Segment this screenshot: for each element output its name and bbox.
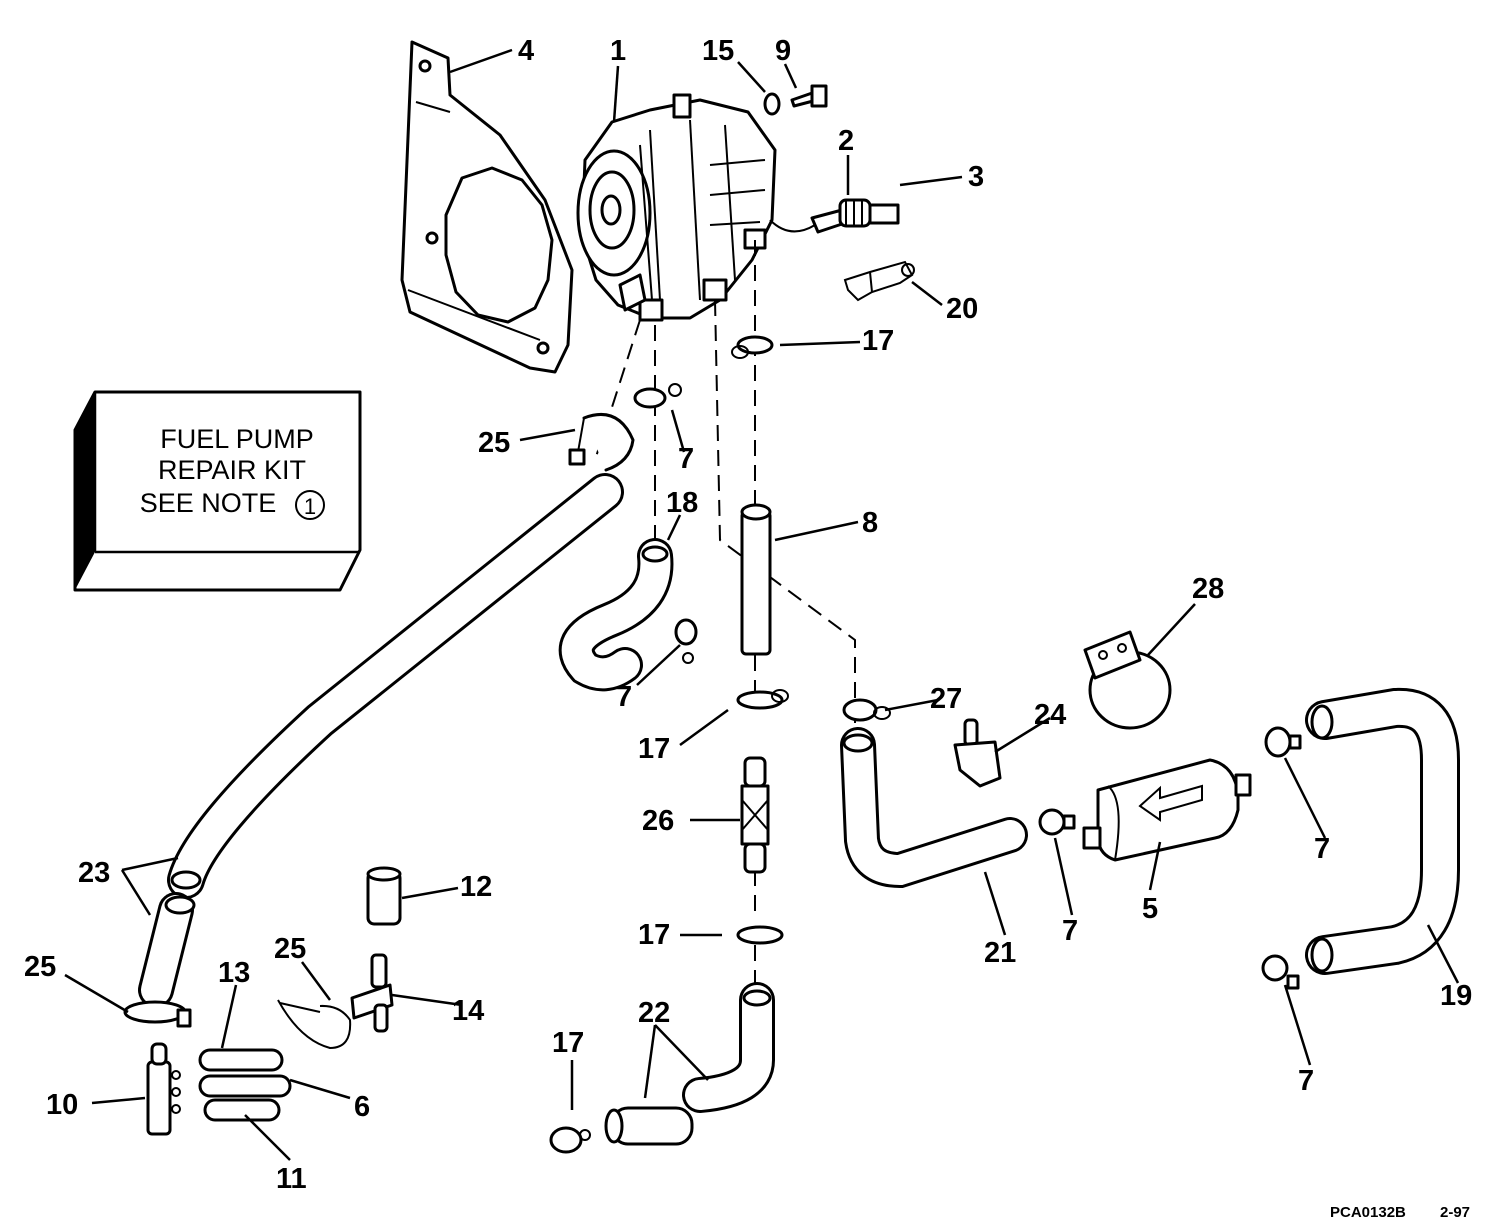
callout-8: 8 — [862, 507, 878, 539]
kit-line-2: REPAIR KIT — [158, 455, 306, 485]
screw — [790, 84, 828, 108]
hose-clamp — [549, 1126, 591, 1154]
callout-17-low: 17 — [638, 919, 670, 951]
fuel-hose — [167, 473, 624, 899]
short-hose — [604, 1106, 694, 1146]
note-number: 1 — [304, 494, 316, 519]
callout-17-upper: 17 — [862, 325, 894, 357]
hose-clamp — [633, 383, 682, 409]
callout-2: 2 — [838, 125, 854, 157]
callout-13: 13 — [218, 957, 250, 989]
callout-17-bottom: 17 — [552, 1027, 584, 1059]
fuel-hose-short — [138, 892, 196, 1008]
callout-15: 15 — [702, 35, 734, 67]
washer — [763, 92, 781, 116]
fuel-filter — [1082, 758, 1252, 862]
fuel-pump — [576, 93, 777, 322]
callout-24: 24 — [1034, 699, 1066, 731]
filter-strap — [1083, 630, 1172, 730]
elbow-hose — [682, 982, 775, 1113]
hose-clamp — [568, 413, 635, 472]
fuel-manifold — [146, 1042, 181, 1136]
callout-11: 11 — [276, 1163, 307, 1195]
callout-10: 10 — [46, 1089, 78, 1121]
hose-clamp — [731, 335, 774, 359]
callout-28: 28 — [1192, 573, 1224, 605]
callout-17-mid: 17 — [638, 733, 670, 765]
u-hose — [558, 538, 674, 692]
callout-labels: 4 1 15 9 2 3 20 17 25 7 18 8 28 7 27 24 … — [24, 35, 1472, 1195]
callout-19: 19 — [1440, 980, 1472, 1012]
kit-line-3: SEE NOTE — [140, 488, 277, 518]
callout-18: 18 — [666, 487, 698, 519]
callout-12: 12 — [460, 871, 492, 903]
hose-clamp — [1038, 808, 1076, 836]
u-hose-large — [1305, 687, 1460, 975]
callout-5: 5 — [1142, 893, 1158, 925]
callout-6: 6 — [354, 1091, 370, 1123]
callout-7-lower: 7 — [1298, 1065, 1314, 1097]
callout-3: 3 — [968, 161, 984, 193]
connector-plug — [366, 866, 402, 926]
callout-7-right: 7 — [1314, 833, 1330, 865]
filter-bracket — [953, 718, 1002, 788]
callout-26: 26 — [642, 805, 674, 837]
callout-14: 14 — [452, 995, 484, 1027]
fuel-tube — [740, 503, 772, 656]
callout-25-mid: 25 — [274, 933, 306, 965]
callout-25-lower: 25 — [24, 951, 56, 983]
repair-kit-box: FUEL PUMP REPAIR KIT SEE NOTE 1 — [73, 390, 362, 592]
hose-clamp — [674, 618, 698, 664]
l-hose — [840, 727, 1028, 889]
callout-27: 27 — [930, 683, 962, 715]
inline-filter — [740, 756, 770, 874]
revision-date: 2-97 — [1440, 1204, 1470, 1221]
callout-21: 21 — [984, 937, 1016, 969]
callout-9: 9 — [775, 35, 791, 67]
callout-20: 20 — [946, 293, 978, 325]
fuel-sensor — [769, 198, 900, 234]
callout-22: 22 — [638, 997, 670, 1029]
callout-7-upper: 7 — [678, 443, 694, 475]
hose-clamp — [842, 698, 891, 722]
hose-clamp — [736, 689, 789, 710]
callout-7-mid: 7 — [616, 681, 632, 713]
callout-25-upper: 25 — [478, 427, 510, 459]
wire-clip — [843, 260, 915, 302]
callout-7-filter: 7 — [1062, 915, 1078, 947]
small-hose — [198, 1048, 284, 1072]
mounting-plate — [400, 40, 574, 374]
callout-1: 1 — [610, 35, 626, 67]
tee-fitting — [350, 953, 394, 1033]
kit-line-1: FUEL PUMP — [160, 424, 314, 454]
callout-23: 23 — [78, 857, 110, 889]
hose-clamp — [277, 999, 352, 1050]
part-code: PCA0132B — [1330, 1204, 1406, 1221]
callout-4: 4 — [518, 35, 534, 67]
small-hose — [198, 1074, 292, 1098]
hose-clamp — [1261, 954, 1300, 990]
hose-clamp — [1264, 726, 1302, 758]
small-hose — [203, 1098, 281, 1122]
hose-clamp — [123, 1000, 192, 1028]
hose-clamp — [736, 925, 784, 945]
leader-lines — [64, 48, 1460, 1161]
